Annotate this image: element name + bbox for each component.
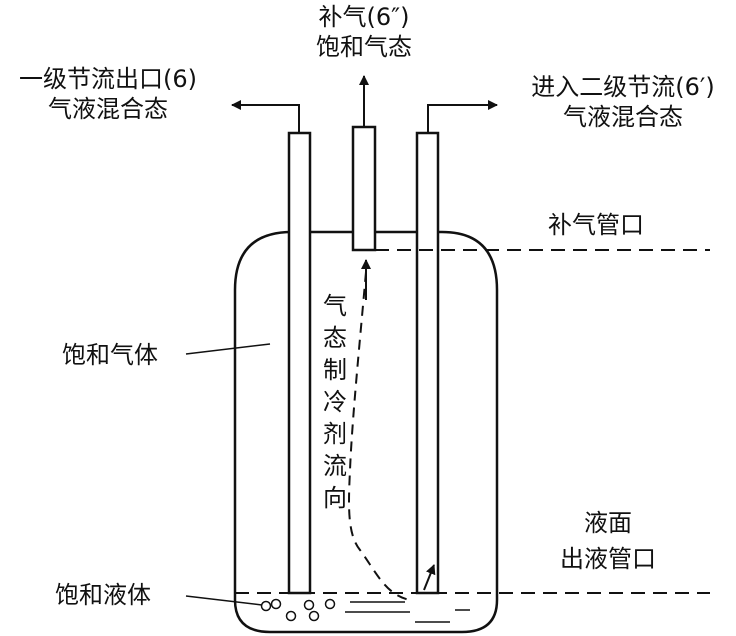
flow-direction-char: 冷: [323, 388, 347, 416]
liquid-outlet-arrow: [423, 564, 436, 591]
liquid-bubbles: [260, 598, 336, 622]
vessel-outline: [233, 230, 499, 634]
left-outlet-arrow: [231, 100, 300, 133]
liquid-surface-label: 液面: [584, 509, 632, 537]
liquid-outlet-port-label: 出液管口: [560, 545, 656, 573]
flow-direction-char: 制: [323, 356, 347, 384]
top-supply-label: 补气(6″) 饱和气态: [300, 2, 428, 62]
right-outlet-label-line2: 气液混合态: [563, 103, 683, 131]
flow-direction-char: 剂: [323, 420, 347, 448]
right-outlet-label: 进入二级节流(6′) 气液混合态: [510, 72, 736, 132]
top-supply-label-line1: 补气(6″): [318, 3, 410, 31]
flow-direction-path: [348, 271, 411, 601]
saturated-gas-label: 饱和气体: [62, 341, 158, 369]
flow-direction-char: 流: [323, 452, 347, 480]
flow-direction-label: 气态制冷剂流向: [318, 290, 352, 514]
liquid-port-label: 液面 出液管口: [548, 508, 668, 574]
supply-port-label: 补气管口: [548, 211, 644, 239]
liquid-surface-strokes: [345, 601, 470, 623]
flow-direction-char: 向: [323, 484, 347, 512]
flow-direction-char: 气: [323, 292, 347, 320]
left-pipe: [287, 131, 312, 595]
saturated-liquid-leader: [185, 595, 263, 606]
right-outlet-arrow: [427, 100, 498, 133]
right-outlet-label-line1: 进入二级节流(6′): [531, 73, 715, 101]
left-outlet-label-line1: 一级节流出口(6): [19, 65, 197, 93]
flow-direction-char: 态: [323, 324, 347, 352]
saturated-gas-leader: [185, 343, 271, 355]
left-outlet-label-line2: 气液混合态: [48, 95, 168, 123]
top-supply-label-line2: 饱和气态: [316, 33, 412, 61]
middle-pipe: [351, 125, 377, 252]
left-outlet-label: 一级节流出口(6) 气液混合态: [0, 64, 216, 124]
right-pipe: [415, 131, 440, 595]
saturated-liquid-label: 饱和液体: [55, 581, 151, 609]
